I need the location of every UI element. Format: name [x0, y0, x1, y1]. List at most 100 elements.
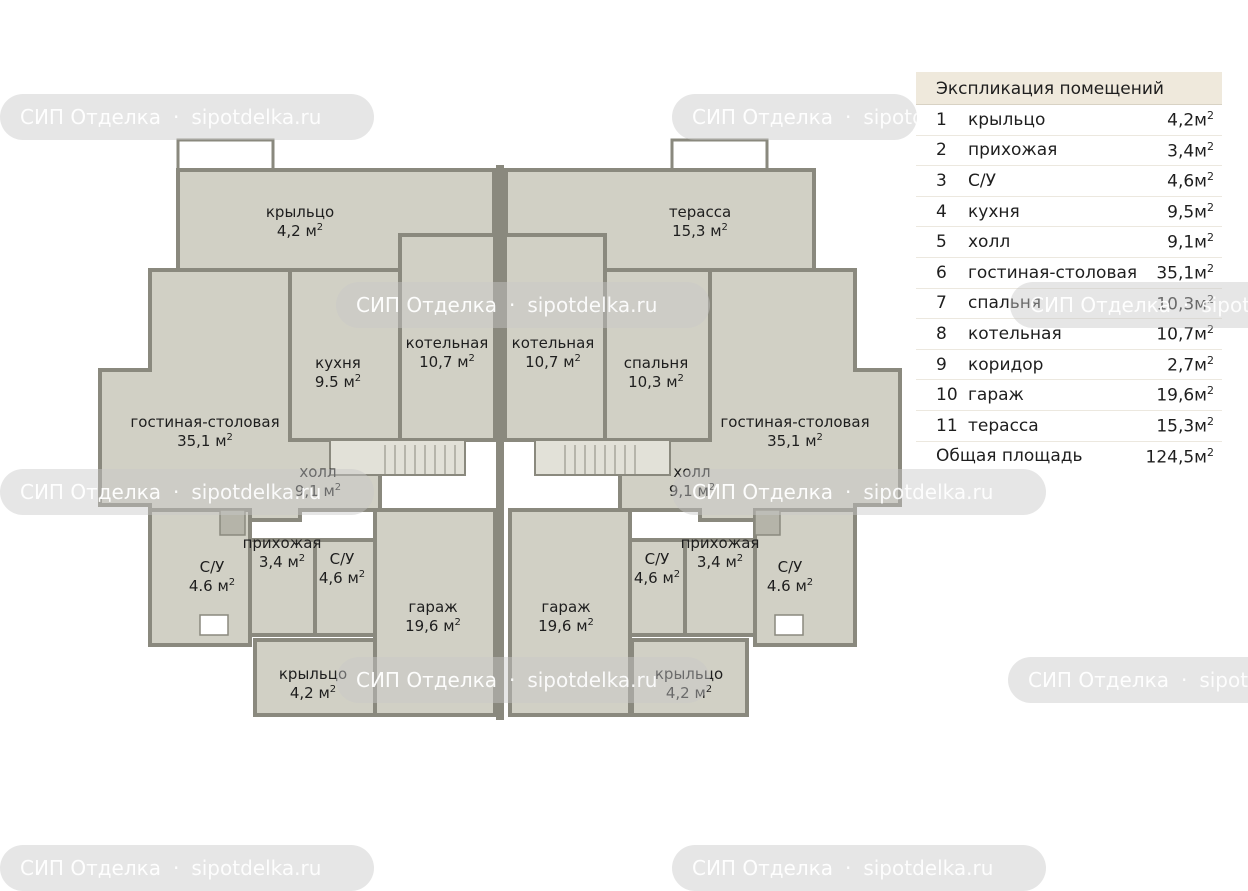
room-schedule-title: Экспликация помещений — [916, 72, 1222, 105]
garage-left-name: гараж — [408, 598, 457, 616]
wc-left-outer-name: С/У — [200, 558, 225, 576]
boiler-left-area: 10,7 м2 — [419, 353, 475, 371]
room-area: 9,5м2 — [1142, 196, 1222, 228]
entry-left-floor — [248, 538, 322, 637]
room-name: котельная — [966, 318, 1143, 350]
living-right-area: 35,1 м2 — [767, 432, 823, 450]
watermark: СИП Отделка·sipotdelka.ru — [336, 282, 710, 328]
stair-left — [329, 439, 466, 476]
hall-left-name: холл — [299, 463, 336, 481]
watermark: СИП Отделка·sipotdelka.ru — [0, 94, 374, 140]
boiler-left-name: котельная — [406, 334, 489, 352]
wc-left-inner-name: С/У — [330, 550, 355, 568]
porch-top-name: крыльцо — [266, 203, 334, 221]
stair-right — [534, 439, 671, 476]
room-area: 19,6м2 — [1142, 379, 1222, 411]
wc-right-outer-name: С/У — [778, 558, 803, 576]
watermark: СИП Отделка·sipotdelka.ru — [672, 845, 1046, 891]
room-number: 4 — [916, 196, 966, 228]
room-area: 3,4м2 — [1142, 135, 1222, 167]
boiler-right-area: 10,7 м2 — [525, 353, 581, 371]
terrace-area: 15,3 м2 — [672, 222, 728, 240]
room-area: 10,7м2 — [1142, 318, 1222, 350]
room-area: 2,7м2 — [1142, 349, 1222, 381]
kitchen-area: 9.5 м2 — [315, 373, 361, 391]
hall-left-area: 9,1 м2 — [295, 482, 341, 500]
floor-plan: крыльцо 4,2 м2 терасса 15,3 м2 кухня 9.5… — [98, 138, 902, 720]
living-left-name: гостиная-столовая — [130, 413, 279, 431]
room-name: крыльцо — [966, 104, 1143, 136]
garage-right-floor — [508, 508, 632, 717]
terrace-name: терасса — [669, 203, 731, 221]
garage-right-area: 19,6 м2 — [538, 617, 594, 635]
wc-right-outer-area: 4.6 м2 — [767, 577, 813, 595]
hall-right-name: холл — [673, 463, 710, 481]
living-right-name: гостиная-столовая — [720, 413, 869, 431]
wc-right-inner-floor — [628, 538, 687, 637]
room-number: 9 — [916, 349, 966, 381]
wc-left-outer-area: 4.6 м2 — [189, 577, 235, 595]
total-area-label: Общая площадь — [936, 446, 1083, 467]
room-area: 15,3м2 — [1142, 410, 1222, 442]
porch-left-floor — [253, 638, 377, 717]
total-area-row: Общая площадь 124,5м2 — [916, 441, 1222, 471]
porch-right-area: 4,2 м2 — [666, 684, 712, 702]
room-area: 35,1м2 — [1142, 257, 1222, 289]
porch-left-name: крыльцо — [279, 665, 347, 683]
room-number: 1 — [916, 104, 966, 136]
garage-right-name: гараж — [541, 598, 590, 616]
wc-right-inner-name: С/У — [645, 550, 670, 568]
total-area-value: 124,5м2 — [1145, 445, 1215, 468]
bedroom-area: 10,3 м2 — [628, 373, 684, 391]
porch-top-area: 4,2 м2 — [277, 222, 323, 240]
room-name: прихожая — [966, 135, 1143, 167]
entry-right-area: 3,4 м2 — [697, 553, 743, 571]
room-area: 4,6м2 — [1142, 165, 1222, 197]
sanitary-fixtures — [199, 509, 804, 636]
room-name: холл — [966, 226, 1143, 258]
room-number: 11 — [916, 410, 966, 442]
porch-right-floor — [630, 638, 749, 717]
room-name: С/У — [966, 165, 1143, 197]
porch-top-floor — [176, 168, 496, 272]
room-number: 2 — [916, 135, 966, 167]
entry-right-name: прихожая — [681, 534, 760, 552]
hall-right-area: 9,1 м2 — [669, 482, 715, 500]
porch-steps — [176, 138, 769, 172]
room-name: гостиная-столовая — [966, 257, 1143, 289]
room-labels: крыльцо 4,2 м2 терасса 15,3 м2 кухня 9.5… — [130, 203, 869, 702]
room-name: спальня — [966, 288, 1143, 320]
porch-left-area: 4,2 м2 — [290, 684, 336, 702]
watermark: СИП Отделка·sipotdelka.ru — [1010, 282, 1248, 328]
room-name: кухня — [966, 196, 1143, 228]
entry-left-area: 3,4 м2 — [259, 553, 305, 571]
room-number: 8 — [916, 318, 966, 350]
wc-right-inner-area: 4,6 м2 — [634, 569, 680, 587]
room-number: 3 — [916, 165, 966, 197]
watermark: СИП Отделка·sipotdelka.ru — [0, 469, 374, 515]
boiler-right-name: котельная — [512, 334, 595, 352]
watermark: СИП Отделка·sipotdelka.ru — [1008, 657, 1248, 703]
room-number: 10 — [916, 379, 966, 411]
entry-left-name: прихожая — [243, 534, 322, 552]
room-area: 9,1м2 — [1142, 226, 1222, 258]
room-number: 7 — [916, 288, 966, 320]
garage-left-floor — [373, 508, 497, 717]
bedroom-name: спальня — [624, 354, 689, 372]
watermark: СИП Отделка·sipotdelka.ru — [336, 657, 710, 703]
stairs — [329, 439, 671, 476]
room-floors — [98, 168, 902, 717]
room-number: 5 — [916, 226, 966, 258]
room-name: коридор — [966, 349, 1143, 381]
watermark: СИП Отделка·sipotdelka.ru — [672, 94, 917, 140]
